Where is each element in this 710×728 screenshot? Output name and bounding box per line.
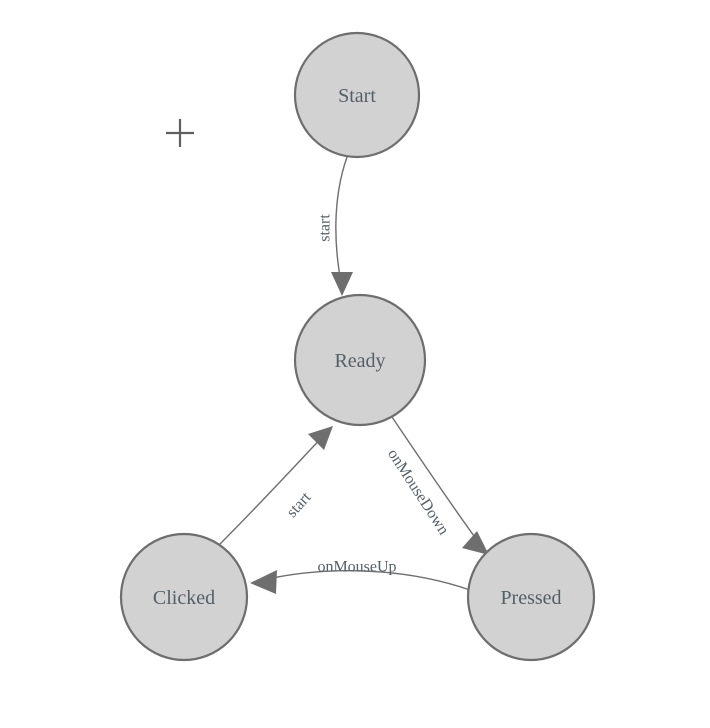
- edge-label-pressed-to-clicked: onMouseUp: [317, 559, 396, 576]
- edge-line: [335, 156, 348, 288]
- edge-clicked-to-ready[interactable]: start: [218, 426, 333, 546]
- edge-label-ready-to-pressed: onMouseDown: [384, 446, 452, 538]
- edge-pressed-to-clicked[interactable]: onMouseUp: [250, 559, 471, 595]
- node-label-start: Start: [338, 85, 376, 107]
- edge-ready-to-pressed[interactable]: onMouseDown: [384, 416, 489, 555]
- node-pressed[interactable]: Pressed: [466, 532, 596, 662]
- edge-line: [258, 570, 471, 591]
- edge-line: [218, 433, 326, 546]
- node-shape: [293, 31, 421, 159]
- edge-start-to-ready[interactable]: start: [317, 156, 354, 296]
- edge-line: [391, 416, 483, 548]
- node-shape: [293, 293, 427, 427]
- edge-arrowhead: [462, 531, 489, 555]
- node-clicked[interactable]: Clicked: [119, 532, 249, 662]
- node-label-pressed: Pressed: [500, 587, 561, 609]
- node-ready[interactable]: Ready: [293, 293, 427, 427]
- edge-label-clicked-to-ready: start: [283, 489, 314, 521]
- edge-arrowhead: [250, 570, 277, 594]
- node-label-ready: Ready: [334, 350, 385, 372]
- edge-label-start-to-ready: start: [317, 214, 334, 242]
- node-shape: [466, 532, 596, 662]
- crosshair-icon: [166, 119, 194, 147]
- edge-arrowhead: [308, 426, 333, 450]
- edge-arrowhead: [331, 272, 353, 296]
- node-start[interactable]: Start: [293, 31, 421, 159]
- node-label-clicked: Clicked: [153, 587, 215, 609]
- node-shape: [119, 532, 249, 662]
